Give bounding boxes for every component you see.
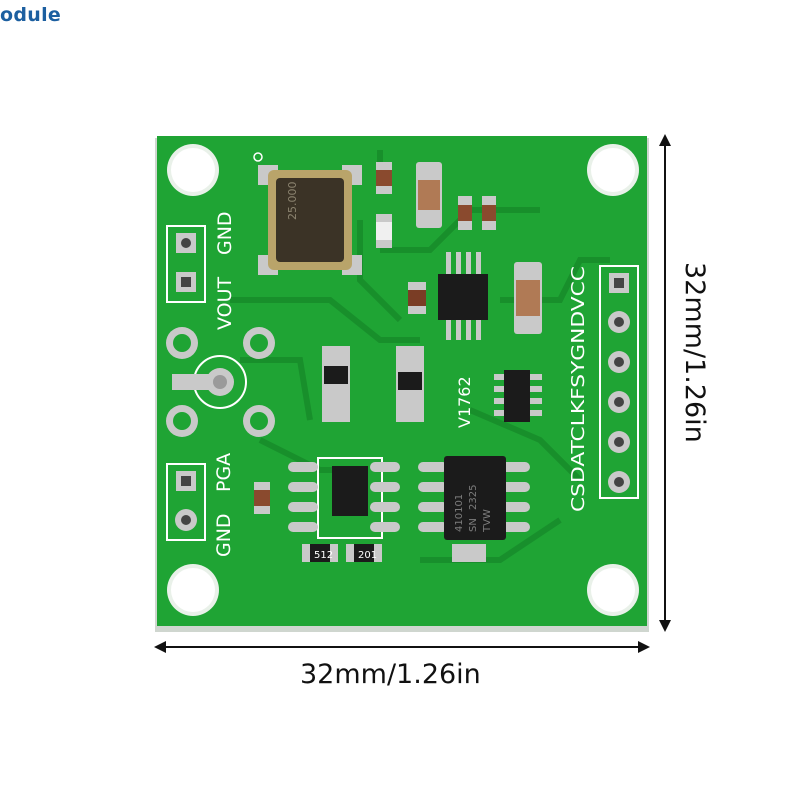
smd-passives xyxy=(254,162,542,562)
silk-resistor-512: 512 xyxy=(314,550,333,561)
silk-gnd-bottom-label: GND xyxy=(213,513,235,557)
height-dimension-label: 32mm/1.26in xyxy=(679,262,710,443)
width-dimension-label: 32mm/1.26in xyxy=(300,659,481,690)
crystal-oscillator xyxy=(253,152,362,275)
silk-pga-label: PGA xyxy=(213,453,235,492)
silk-vout-label: VOUT xyxy=(214,276,236,330)
soic-left-chip xyxy=(288,457,400,539)
msop-chip xyxy=(438,252,488,340)
soic-right-chip xyxy=(418,456,530,562)
silk-board-id: V1762 xyxy=(455,376,474,428)
header-pga-gnd xyxy=(166,463,206,541)
chip-marking-1: 410101 xyxy=(454,494,465,532)
silk-resistor-201: 201 xyxy=(358,550,377,561)
header-right-6pin xyxy=(599,265,639,499)
chip-marking-4: TVW xyxy=(482,509,493,533)
height-dimension-arrow xyxy=(659,134,671,632)
silk-right-header-labels: CSDATCLKFSYGNDVCC xyxy=(568,266,589,512)
chip-marking-3: 2325 xyxy=(468,485,479,510)
mounting-holes xyxy=(167,144,639,616)
chip-marking-2: SN xyxy=(468,518,479,532)
crystal-marking: 25.000 xyxy=(286,182,299,221)
brand-text: odule xyxy=(0,4,62,26)
header-vout-gnd xyxy=(166,225,206,303)
width-dimension-arrow xyxy=(154,641,650,653)
sot-chip xyxy=(494,370,542,422)
sma-footprint xyxy=(166,327,275,437)
silk-gnd-top-label: GND xyxy=(214,211,236,255)
